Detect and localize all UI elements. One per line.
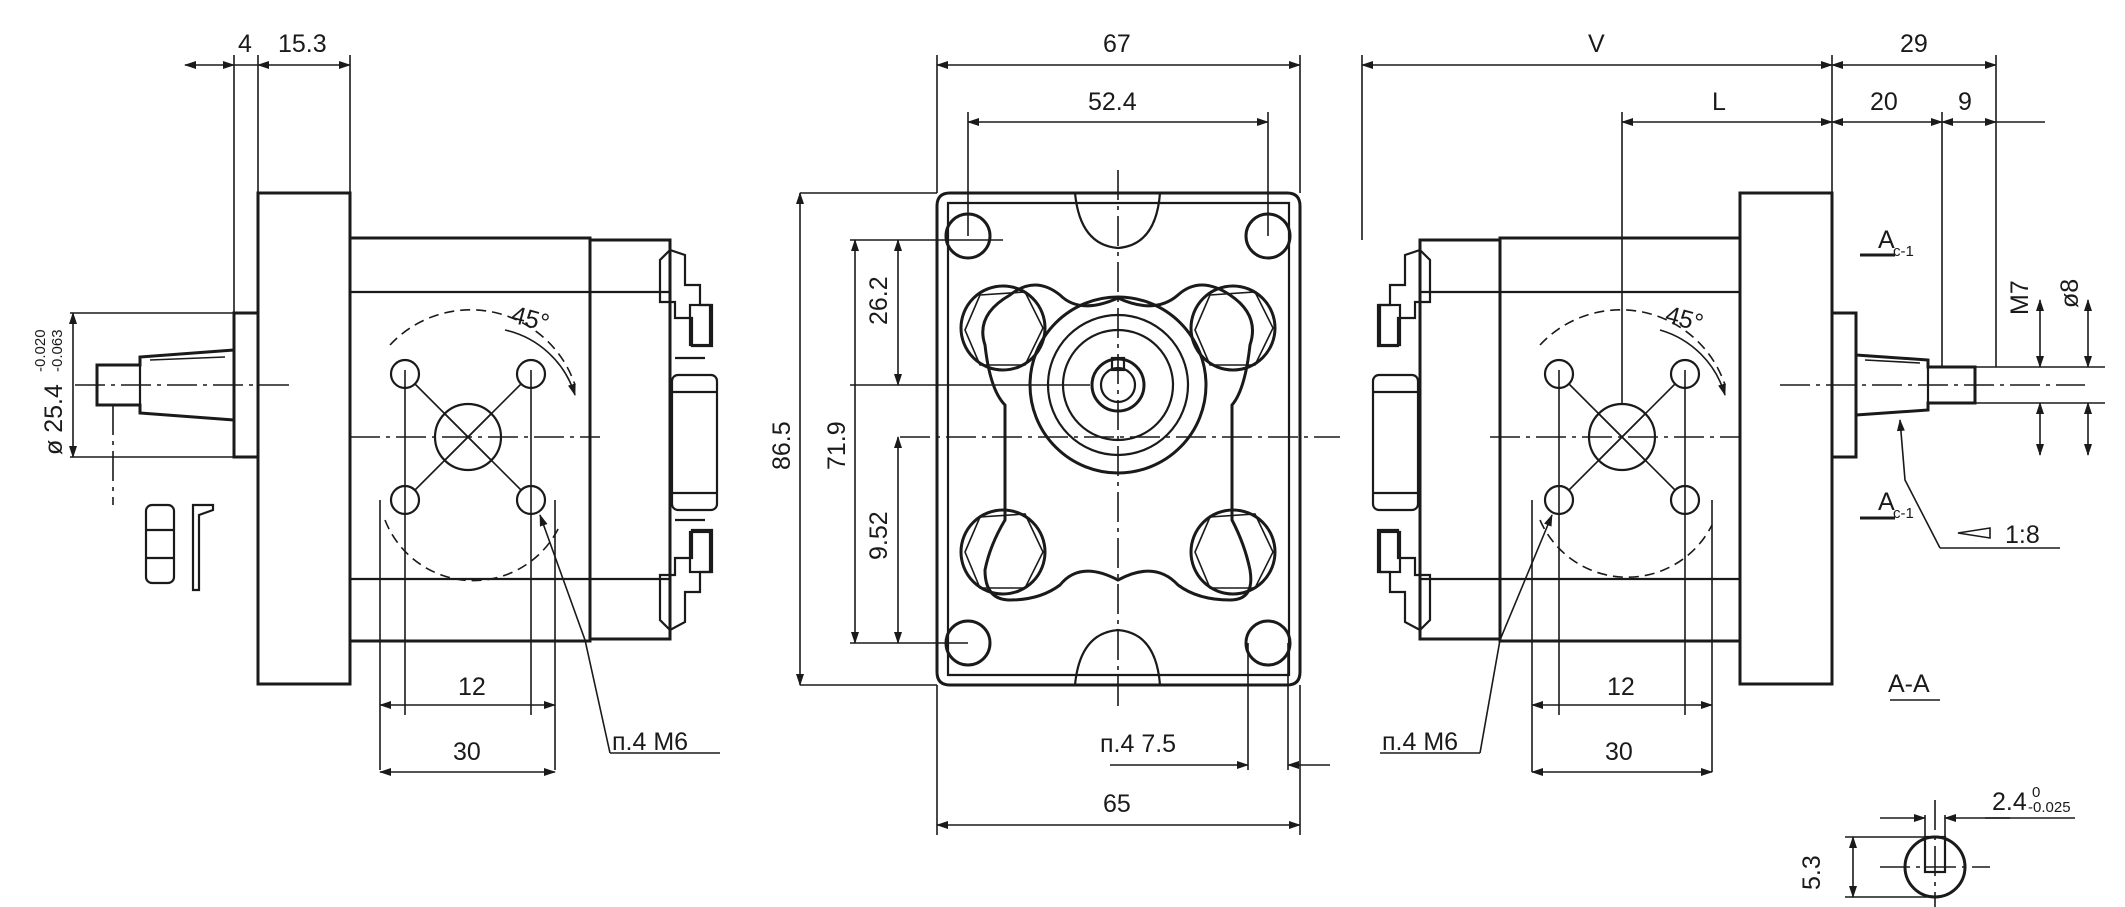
taper-1-8: 1:8 xyxy=(2005,521,2040,549)
key-width: 2.4 xyxy=(1992,788,2027,816)
dim-9: 9 xyxy=(1958,88,1972,116)
section-mark-bottom-sub: с-1 xyxy=(1893,505,1914,522)
dim-12-right: 12 xyxy=(1607,673,1635,701)
dim-20: 20 xyxy=(1870,88,1898,116)
holes-m6-left: п.4 М6 xyxy=(612,728,688,756)
port-right xyxy=(1539,309,1726,579)
cover-clips xyxy=(658,248,719,632)
holes-m6-right: п.4 М6 xyxy=(1382,728,1458,756)
dimension-labels: 4 15.3 67 52.4 V 29 L 20 9 12 30 12 30 6… xyxy=(32,30,2084,890)
dim-30-left: 30 xyxy=(453,738,481,766)
rear-cover xyxy=(588,238,672,641)
shaft-tol-upper: -0.020 xyxy=(32,329,49,372)
dia-8: ø8 xyxy=(2056,279,2084,308)
dim-86-5: 86.5 xyxy=(768,421,796,470)
rear-cover-right xyxy=(1418,238,1502,641)
dim-15-3: 15.3 xyxy=(278,30,327,58)
left-side-view xyxy=(69,55,720,776)
dim-5-3: 5.3 xyxy=(1798,855,1826,890)
dim-l: L xyxy=(1712,88,1726,116)
dim-26-2: 26.2 xyxy=(865,276,893,325)
right-side-view xyxy=(1361,55,2105,907)
port-left xyxy=(384,309,576,582)
dim-71-9: 71.9 xyxy=(823,421,851,470)
cover-clips-right xyxy=(1371,248,1432,632)
shaft-tol-lower: -0.063 xyxy=(49,329,66,372)
mounting-flange xyxy=(256,191,352,686)
dim-65: 65 xyxy=(1103,790,1131,818)
mounting-flange-right xyxy=(1738,191,1834,686)
nut-and-washer xyxy=(144,503,215,592)
flange-hole-br xyxy=(1244,619,1292,667)
shaft-diameter: ø 25.4 xyxy=(40,384,68,455)
dim-29: 29 xyxy=(1900,30,1928,58)
holes-7-5-front: п.4 7.5 xyxy=(1100,730,1176,758)
dim-4: 4 xyxy=(238,30,252,58)
front-flange xyxy=(935,191,1302,687)
dim-30-right: 30 xyxy=(1605,738,1633,766)
dim-12-left: 12 xyxy=(458,673,486,701)
section-mark-top-sub: с-1 xyxy=(1893,243,1914,260)
key-tol-upper: 0 xyxy=(2032,784,2040,801)
thread-m7: M7 xyxy=(2006,280,2034,315)
dim-52-4: 52.4 xyxy=(1088,88,1137,116)
section-title: A-A xyxy=(1888,670,1930,698)
section-mark-bottom: A xyxy=(1878,488,1895,516)
section-mark-top: A xyxy=(1878,226,1895,254)
key-tol-lower: -0.025 xyxy=(2028,799,2071,816)
dim-67: 67 xyxy=(1103,30,1131,58)
front-view xyxy=(796,55,1340,835)
angle-45-right: 45° xyxy=(1662,301,1706,338)
dim-9-52: 9.52 xyxy=(865,511,893,560)
dim-v: V xyxy=(1588,30,1605,58)
callout-labels: 45° 45° п.4 М6 п.4 М6 п.4 7.5 1:8 A с-1 … xyxy=(508,226,2039,758)
